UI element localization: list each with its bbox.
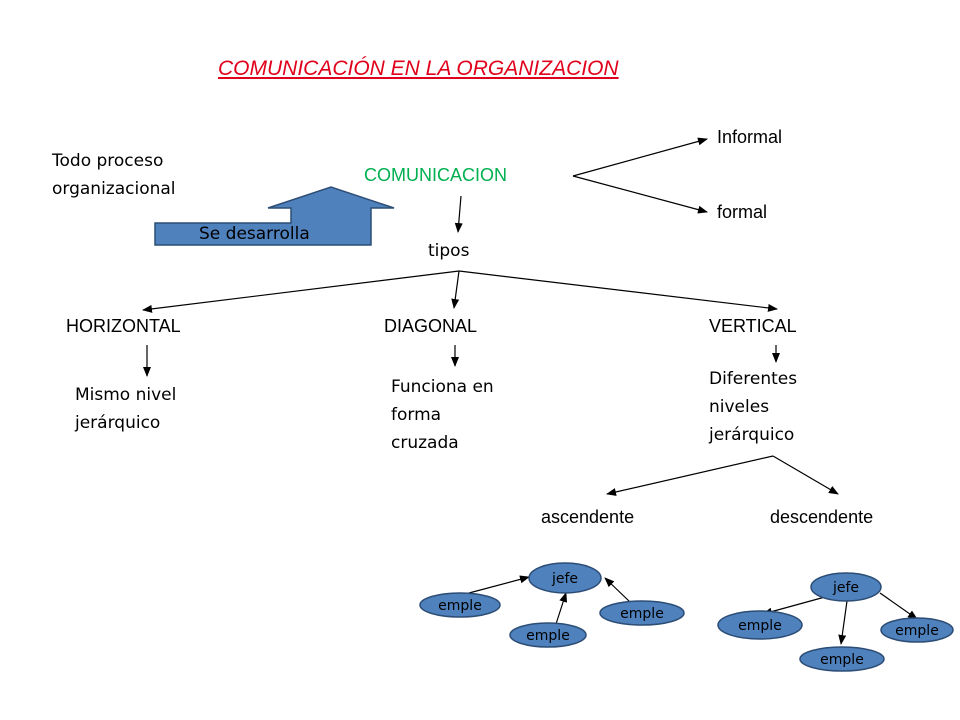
desc-jefe-node: jefe [810,572,882,602]
asc-emple-label-bottom: emple [526,628,570,644]
diagonal-desc-line-2: forma [391,405,442,425]
desc-emple-label-right: emple [895,623,939,639]
center-label: COMUNICACION [364,165,507,185]
page-title: COMUNICACIÓN EN LA ORGANIZACION [218,57,619,80]
desc-arrow-bottom [838,600,848,645]
arrow-to-tipos [454,195,463,233]
formal-label: formal [717,202,768,222]
diagonal-label: DIAGONAL [384,316,478,336]
diagonal-desc-line-3: cruzada [391,433,459,453]
desc-jefe-label: jefe [832,580,859,596]
asc-emple-node-bottom: emple [509,622,587,648]
se-desarrolla-block-arrow [154,186,395,246]
desc-emple-node-left: emple [717,610,803,640]
arrow-to-informal [572,137,708,177]
diagonal-desc-line-1: Funciona en [391,377,494,397]
arrow-to-diagonal [451,270,460,309]
asc-emple-label-left: emple [438,598,482,614]
asc-emple-node-right: emple [599,600,685,626]
tipos-label: tipos [428,241,470,261]
desc-emple-label-bottom: emple [820,652,864,668]
desc-emple-label-left: emple [738,618,782,634]
descendente-label: descendente [770,507,874,527]
se-desarrolla-label: Se desarrolla [199,224,310,244]
asc-emple-node-left: emple [419,592,501,618]
arrow-to-formal [572,175,708,214]
asc-jefe-node: jefe [528,562,602,594]
ascendente-label: ascendente [541,507,635,527]
vertical-desc-line-1: Diferentes [709,369,798,389]
asc-arrow-left [468,575,530,594]
desc-arrow-right [879,592,918,620]
asc-emple-label-right: emple [620,606,664,622]
desc-emple-node-right: emple [880,617,954,643]
left-text-line-1: Todo proceso [52,151,164,171]
desc-emple-node-bottom: emple [799,646,885,672]
arrow-to-ascendente [606,455,774,496]
horizontal-desc-line-2: jerárquico [75,413,161,433]
informal-label: Informal [717,127,783,147]
asc-arrow-right [604,577,631,603]
left-text-line-2: organizacional [52,179,176,199]
horizontal-desc-line-1: Mismo nivel [75,385,177,405]
vertical-desc-line-3: jerárquico [709,425,795,445]
asc-jefe-label: jefe [551,571,578,587]
arrow-to-vertical [458,270,778,312]
arrow-to-horizontal [142,270,460,313]
vertical-label: VERTICAL [709,316,797,336]
arrow-to-descendente [772,455,839,495]
horizontal-label: HORIZONTAL [66,316,181,336]
vertical-desc-line-2: niveles [709,397,770,417]
asc-arrow-bottom [555,592,568,625]
